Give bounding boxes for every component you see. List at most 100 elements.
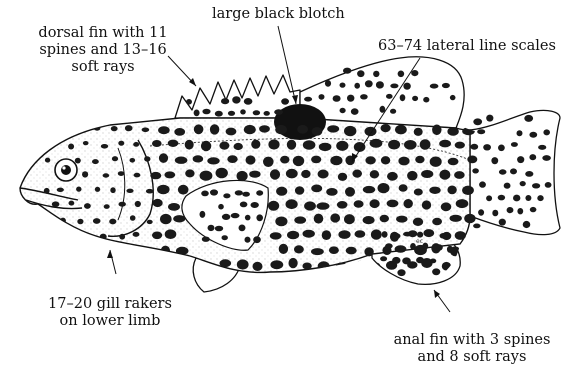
body-spot: [439, 140, 451, 148]
fin-spot: [200, 211, 206, 218]
body-spot: [421, 170, 433, 178]
body-spot: [381, 124, 391, 132]
body-spot: [77, 127, 83, 133]
body-spot: [346, 247, 357, 255]
fin-spot: [357, 70, 364, 77]
body-spot: [270, 232, 282, 239]
body-spot: [448, 158, 459, 165]
label-dorsal-line-2: spines and 13–16: [28, 42, 178, 59]
body-spot: [216, 168, 228, 179]
body-spot: [422, 200, 431, 209]
body-spot: [84, 263, 91, 269]
fin-spot: [232, 96, 240, 103]
body-spot: [52, 201, 60, 207]
body-spot: [76, 187, 81, 192]
label-lateral-line: 63–74 lateral line scales: [378, 38, 556, 55]
fin-spot: [343, 68, 351, 74]
body-spot: [116, 263, 124, 267]
fin-spot: [385, 243, 393, 248]
body-spot: [67, 260, 73, 266]
body-spot: [363, 186, 375, 193]
fin-spot: [325, 80, 331, 87]
body-spot: [194, 124, 204, 134]
fin-spot: [221, 98, 229, 104]
body-spot: [322, 230, 331, 240]
body-spot: [125, 125, 133, 131]
body-spot: [118, 171, 125, 176]
fin-spot: [524, 115, 533, 122]
body-spot: [404, 140, 417, 150]
fin-spot: [202, 237, 210, 242]
label-anal-line-2: and 8 soft rays: [372, 349, 572, 366]
fin-spot: [251, 202, 259, 208]
body-spot: [237, 259, 249, 269]
fin-spot: [511, 142, 518, 147]
body-spot: [302, 263, 311, 270]
body-spot: [201, 141, 211, 151]
fin-spot: [365, 80, 373, 87]
body-spot: [371, 229, 382, 239]
body-spot: [370, 170, 379, 178]
fin-spot: [194, 110, 200, 117]
body-spot: [327, 125, 339, 132]
body-spot: [413, 218, 423, 226]
body-spot: [286, 169, 298, 179]
body-spot: [289, 258, 298, 268]
body-spot: [130, 158, 136, 163]
fin-spot: [529, 154, 536, 160]
body-spot: [447, 127, 458, 136]
arrowhead-gill: [107, 250, 113, 258]
body-spot: [345, 187, 355, 197]
body-spot: [174, 128, 185, 136]
fin-spot: [360, 94, 368, 99]
fin-spot: [264, 111, 270, 116]
body-spot: [244, 125, 256, 134]
body-spot: [152, 140, 162, 147]
fin-spot: [532, 183, 540, 188]
body-spot: [387, 200, 399, 208]
body-spot: [294, 245, 304, 253]
body-spot: [354, 200, 364, 208]
body-spot: [158, 126, 170, 134]
fin-spot: [382, 231, 388, 238]
fin-spot: [542, 155, 551, 161]
body-spot: [102, 264, 109, 270]
fin-spot: [483, 144, 491, 150]
fin-spot: [223, 193, 230, 198]
fin-spot: [244, 98, 253, 105]
body-spot: [251, 140, 260, 149]
fin-spot: [543, 129, 550, 135]
fin-spot: [218, 204, 224, 210]
body-spot: [259, 125, 270, 132]
body-spot: [414, 189, 423, 196]
body-spot: [462, 127, 475, 135]
body-spot: [101, 144, 108, 149]
fin-spot: [472, 168, 479, 173]
fin-spot: [430, 259, 436, 264]
body-spot: [45, 158, 50, 163]
body-spot: [338, 230, 350, 239]
body-spot: [41, 218, 47, 222]
body-spot: [432, 218, 442, 226]
fin-spot: [412, 96, 418, 101]
body-spot: [364, 247, 373, 256]
fin-spot: [256, 214, 263, 221]
body-spot: [329, 246, 339, 254]
body-spot: [381, 156, 390, 164]
body-spot: [112, 156, 118, 161]
body-spot: [441, 202, 452, 211]
label-anal-line-1: anal fin with 3 spines: [372, 332, 572, 349]
fin-spot: [510, 168, 517, 174]
fin-spot: [504, 183, 511, 189]
body-spot: [330, 156, 342, 166]
fin-spot: [447, 246, 453, 253]
body-spot: [355, 261, 368, 271]
body-spot: [454, 171, 465, 179]
fin-spot: [470, 144, 478, 150]
fin-spot: [517, 156, 524, 163]
body-spot: [57, 188, 64, 192]
body-spot: [293, 156, 304, 166]
body-spot: [130, 215, 136, 221]
body-spot: [388, 140, 400, 150]
body-spot: [159, 153, 168, 163]
